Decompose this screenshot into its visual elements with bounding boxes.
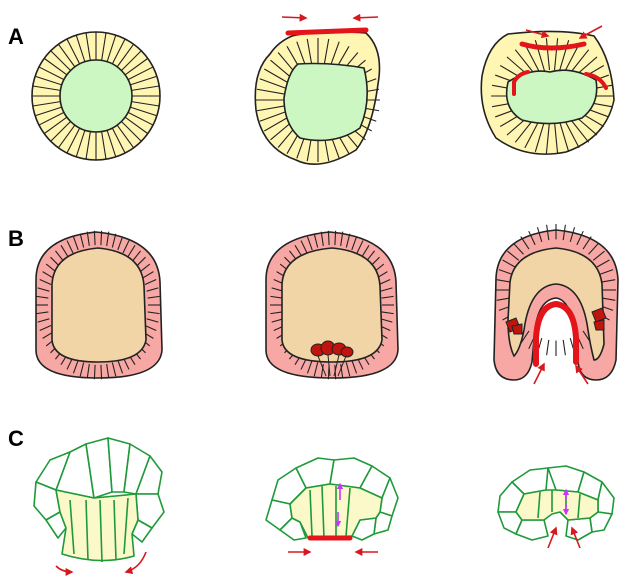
panel-b3-invaginated-vesicle (494, 224, 618, 384)
force-arrow (534, 364, 544, 384)
panel-c2-constricting-cluster (266, 458, 398, 552)
panel-c3-folded-cluster (498, 466, 614, 548)
panel-a2-apical-constriction (255, 17, 380, 164)
force-arrow (282, 17, 306, 18)
panel-b2-bottle-cells (266, 231, 398, 380)
row-label-c: C (8, 426, 24, 451)
panel-a3-invagination (481, 26, 614, 154)
contraction-band (288, 30, 366, 33)
row-label-a: A (8, 24, 24, 49)
force-arrow (56, 566, 72, 572)
row-label-b: B (8, 226, 24, 251)
panel-b1-epithelial-vesicle (36, 231, 162, 380)
force-arrow (548, 528, 556, 548)
panel-a1-spherical-epithelium (32, 32, 160, 160)
force-arrow (354, 17, 378, 18)
panel-c1-cell-cluster (34, 438, 164, 572)
